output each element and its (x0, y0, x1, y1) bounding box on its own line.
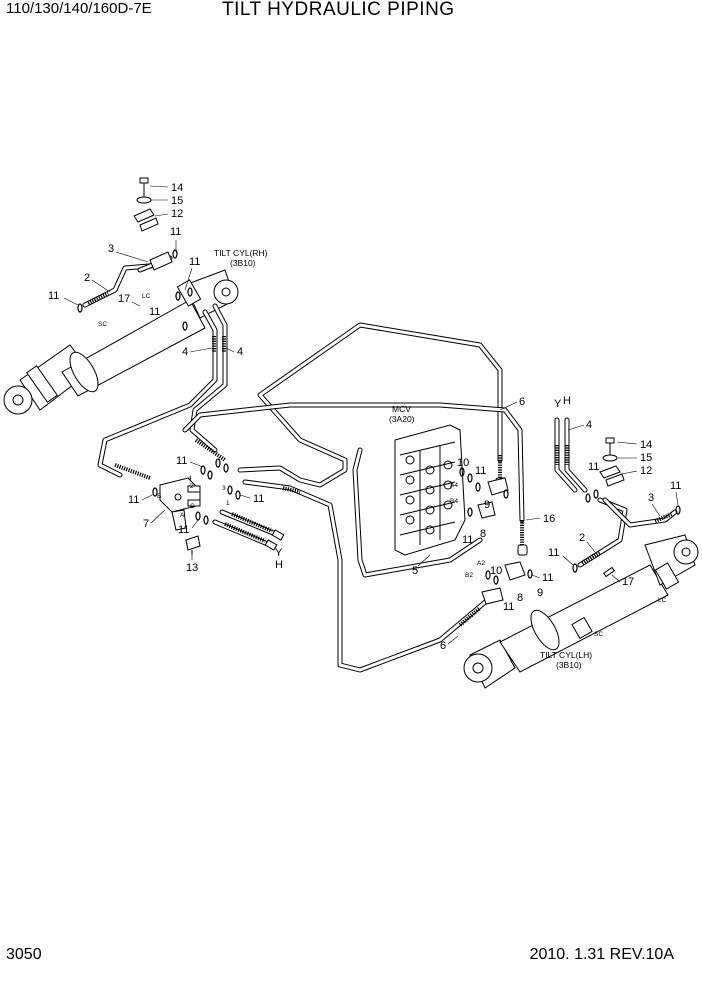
callout-12-rh: 12 (171, 208, 183, 220)
tube-16-and-5 (182, 402, 528, 578)
callout-15-lh: 15 (640, 452, 652, 464)
callout-10-lower: 10 (490, 565, 502, 577)
callout-9-upper: 9 (484, 499, 490, 511)
callout-11-mcv-bottom: 11 (503, 601, 514, 613)
callout-14-lh: 14 (640, 439, 652, 451)
orings-block (152, 458, 241, 525)
tube-6-upper (237, 322, 506, 673)
tube-2-3-lh (572, 489, 681, 578)
callout-11-rh-top: 11 (170, 226, 181, 238)
callout-16: 16 (543, 513, 555, 525)
tilt-cylinder-rh (3, 269, 239, 415)
callout-11-block-lower: 11 (178, 524, 189, 536)
hose-y-label-left: Y (275, 547, 283, 559)
callout-12-lh: 12 (640, 465, 652, 477)
tube-3-rh (137, 251, 173, 273)
callout-7: 7 (143, 518, 149, 530)
mcv-valve-block (394, 424, 466, 556)
callout-11-mcv-mid: 11 (462, 534, 473, 546)
port-a-label: A (180, 512, 185, 519)
callout-10-upper: 10 (457, 457, 469, 469)
hose-y-h-left (212, 509, 285, 551)
clamp-stack-rh (133, 177, 159, 232)
callout-9-lower: 9 (537, 587, 543, 599)
callout-15-rh: 15 (171, 195, 183, 207)
port-a2-label: A2 (477, 560, 485, 567)
callout-11-block-right: 11 (253, 493, 264, 505)
callout-13: 13 (186, 562, 198, 574)
page-number: 3050 (6, 946, 42, 963)
callout-17-rh: 17 (118, 293, 130, 305)
callout-4-rh-b: 4 (237, 346, 243, 358)
callout-11-lh-left: 11 (548, 547, 559, 559)
callout-11-mcv-upper: 11 (475, 465, 486, 477)
callout-5: 5 (412, 565, 418, 577)
port-c-label: C (190, 503, 195, 510)
hose-y-label-right: Y (554, 398, 562, 410)
port-1-label: 1 (226, 500, 230, 507)
model-range: 110/130/140/160D-7E (6, 0, 152, 17)
tilt-cylinder-lh (463, 534, 699, 689)
sc-label-lh: SC (594, 631, 603, 638)
block-7 (159, 477, 201, 555)
callout-2-lh: 2 (579, 532, 585, 544)
port-b4-label: B4 (450, 498, 458, 505)
mcv-fittings (459, 467, 533, 605)
port-2-label: 2 (190, 483, 194, 490)
callout-8-lower: 8 (517, 592, 523, 604)
callout-11-rh-mid: 11 (189, 256, 200, 268)
callout-4-lh: 4 (586, 419, 592, 431)
callout-14-rh: 14 (171, 182, 183, 194)
callout-11-lh-right: 11 (670, 480, 681, 492)
callout-2-rh: 2 (84, 272, 90, 284)
tilt-cyl-lh-code: (3B10) (556, 660, 582, 670)
port-3-label: 3 (222, 485, 226, 492)
revision-date: 2010. 1.31 REV.10A (529, 946, 674, 963)
callout-11-lh-top: 11 (588, 461, 599, 473)
port-a4-label: A4 (450, 482, 458, 489)
tilt-cyl-rh-label: TILT CYL(RH) (214, 248, 268, 258)
sc-label-rh: SC (98, 321, 107, 328)
callout-3-lh: 3 (648, 492, 654, 504)
hose-4-rh (97, 303, 228, 480)
port-b-label: B (157, 493, 161, 500)
callout-11-rh-left: 11 (48, 290, 59, 302)
lc-label-lh: LC (658, 597, 667, 604)
hose-h-label-left: H (275, 559, 283, 571)
callout-11-rh-lower: 11 (149, 306, 160, 318)
clamp-stack-lh (599, 437, 625, 487)
page-title: TILT HYDRAULIC PIPING (222, 0, 455, 20)
callout-6-lower: 6 (440, 640, 446, 652)
orings-rh (77, 249, 193, 331)
callout-11-mcv-lower: 11 (542, 572, 553, 584)
callout-8-upper: 8 (480, 528, 486, 540)
port-b2-label: B2 (465, 572, 473, 579)
callout-11-block-top: 11 (176, 455, 187, 467)
mcv-code: (3A20) (389, 414, 415, 424)
hose-h-label-right: H (563, 395, 571, 407)
callout-17-lh: 17 (622, 576, 634, 588)
callout-6-upper: 6 (519, 396, 525, 408)
callout-11-block-left: 11 (128, 494, 139, 506)
callout-3-rh: 3 (108, 243, 114, 255)
tilt-cyl-lh-label: TILT CYL(LH) (540, 650, 592, 660)
port-4-label: 4 (188, 475, 192, 482)
tilt-cyl-rh-code: (3B10) (230, 258, 256, 268)
hose-4-lh (554, 417, 588, 493)
callout-4-rh-a: 4 (182, 346, 188, 358)
mcv-label: MCV (392, 404, 411, 414)
lc-label-rh: LC (142, 293, 151, 300)
